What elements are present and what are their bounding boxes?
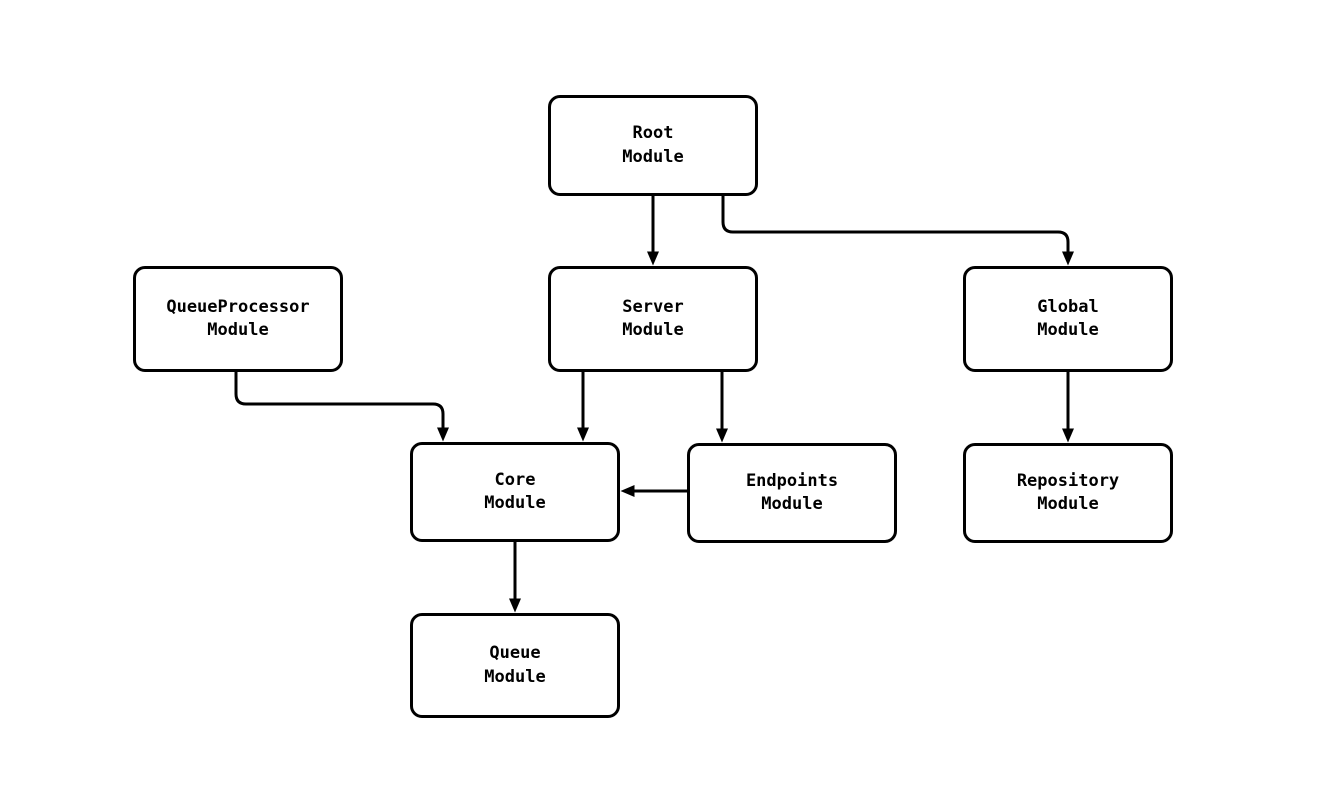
node-core-module-line1: Core	[494, 469, 536, 490]
node-queue-module[interactable]: Queue Module	[410, 613, 620, 718]
node-root-module[interactable]: Root Module	[548, 95, 758, 196]
node-repository-module-line1: Repository	[1016, 470, 1120, 491]
node-root-module-line1: Root	[632, 123, 674, 144]
node-global-module-line2: Module	[1037, 320, 1099, 340]
node-server-module-line1: Server	[622, 296, 684, 317]
node-queue-module-line2: Module	[484, 666, 546, 687]
node-global-module[interactable]: Global Module	[963, 266, 1173, 372]
node-core-module-line2: Module	[484, 493, 546, 513]
node-endpoints-module-line1: Endpoints	[745, 470, 839, 491]
node-global-module-line1: Global	[1037, 296, 1099, 317]
edge-queueprocessor-to-core	[234, 372, 449, 442]
node-server-module[interactable]: Server Module	[548, 266, 758, 372]
node-repository-module[interactable]: Repository Module	[963, 443, 1173, 543]
node-root-module-line2: Module	[622, 146, 684, 167]
node-server-module-line2: Module	[622, 320, 684, 340]
node-repository-module-line2: Module	[1037, 494, 1099, 514]
node-queueprocessor-module-line1: QueueProcessor	[166, 296, 310, 317]
node-queueprocessor-module[interactable]: QueueProcessor Module	[133, 266, 343, 372]
edge-root-to-global	[721, 196, 1074, 266]
node-queue-module-line1: Queue	[489, 643, 541, 664]
node-endpoints-module[interactable]: Endpoints Module	[687, 443, 897, 543]
node-queueprocessor-module-line2: Module	[207, 320, 269, 340]
node-endpoints-module-line2: Module	[761, 494, 823, 514]
node-core-module[interactable]: Core Module	[410, 442, 620, 542]
